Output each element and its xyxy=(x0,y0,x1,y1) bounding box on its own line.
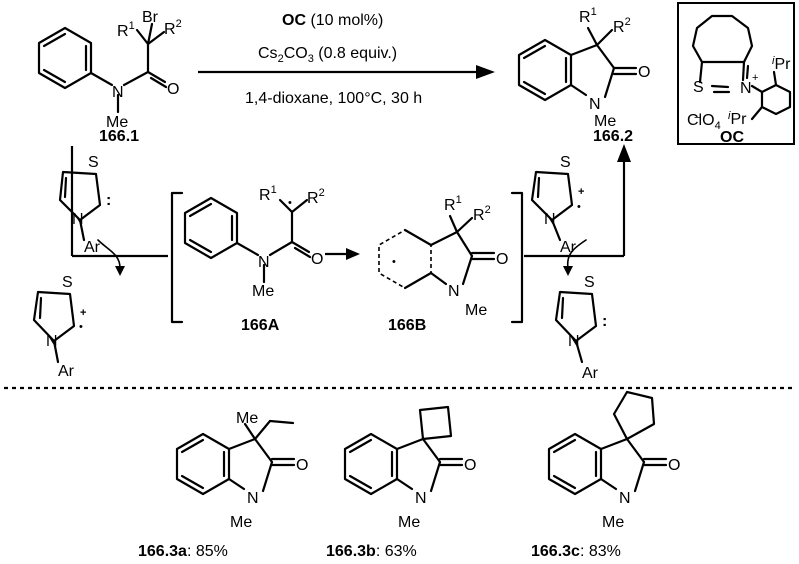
substrate-label: 166.1 xyxy=(99,128,139,145)
nitrogen-atom: N xyxy=(415,490,427,507)
carbene-lone-pair: : xyxy=(602,313,607,330)
substrate-166-1: N Me O Br R1 R2 166.1 xyxy=(37,9,182,145)
arrow-a-to-b xyxy=(325,248,360,260)
r1-label: R1 xyxy=(259,184,277,204)
r2-label: R2 xyxy=(613,16,631,36)
nhc-carbene-left: S : N Ar xyxy=(58,154,111,256)
product-166-3c: O N Me 166.3c: 83% xyxy=(531,390,680,560)
methyl-label: Me xyxy=(594,113,616,130)
left-cycle-arm xyxy=(70,146,168,276)
isopropyl-label: iPr xyxy=(772,55,791,73)
oxygen-atom: O xyxy=(296,457,308,474)
nhc-radical-cation-right: S + • N Ar xyxy=(530,154,584,256)
product-166-3b: O N Me 166.3b: 63% xyxy=(326,405,476,560)
nitrogen-atom: N xyxy=(619,490,631,507)
nitrogen-atom: N xyxy=(72,211,84,228)
radical-dot: • xyxy=(288,197,292,209)
nhc-carbene-right: S : N Ar xyxy=(554,274,607,382)
methyl-label: Me xyxy=(465,302,487,319)
methyl-label: Me xyxy=(106,114,128,131)
methyl-label: Me xyxy=(230,514,252,531)
catalyst-structure-box: S N + iPr iPr − ClO4 OC xyxy=(677,2,795,146)
aryl-label: Ar xyxy=(560,239,577,256)
nitrogen-atom: N xyxy=(247,490,259,507)
nitrogen-atom: N xyxy=(258,254,270,271)
intermediate-b-label: 166B xyxy=(388,317,426,334)
nitrogen-atom: N xyxy=(46,333,58,350)
aryl-label: Ar xyxy=(58,363,75,380)
product-yield: 166.3c: 83% xyxy=(531,543,621,560)
intermediate-brackets xyxy=(170,191,524,324)
nitrogen-atom: N xyxy=(448,283,460,300)
oxygen-atom: O xyxy=(668,457,680,474)
radical-dot: • xyxy=(392,256,396,268)
methyl-label: Me xyxy=(236,410,258,427)
r1-label: R1 xyxy=(117,20,135,40)
r2-label: R2 xyxy=(473,204,491,224)
nhc-radical-cation-left: S + • N Ar xyxy=(32,274,86,380)
methyl-label: Me xyxy=(398,514,420,531)
nitrogen-atom: N xyxy=(568,333,580,350)
charge-minus: − xyxy=(694,112,700,124)
oxygen-atom: O xyxy=(311,251,323,268)
intermediate-166A: • N Me O R1 R2 166A xyxy=(183,184,325,334)
main-reaction-arrow: OC (10 mol%) Cs2CO3 (0.8 equiv.) 1,4-dio… xyxy=(198,12,495,107)
nitrogen-atom: N xyxy=(740,80,752,97)
methyl-label: Me xyxy=(252,283,274,300)
oxygen-atom: O xyxy=(167,81,179,98)
perchlorate-label: ClO4 xyxy=(687,112,721,132)
intermediate-a-label: 166A xyxy=(241,317,280,334)
charge-plus: + xyxy=(80,307,86,319)
sulfur-atom: S xyxy=(88,154,99,171)
conditions-label: 1,4-dioxane, 100°C, 30 h xyxy=(245,90,422,107)
catalyst-label: OC xyxy=(720,129,744,146)
sulfur-atom: S xyxy=(62,274,73,291)
catalyst-loading: OC (10 mol%) xyxy=(282,12,383,29)
sulfur-atom: S xyxy=(693,79,704,96)
r1-label: R1 xyxy=(579,6,597,26)
right-cycle-arm xyxy=(524,144,631,276)
oxygen-atom: O xyxy=(464,457,476,474)
base-label: Cs2CO3 (0.8 equiv.) xyxy=(258,45,397,65)
product-yield: 166.3b: 63% xyxy=(326,543,417,560)
isopropyl-label: iPr xyxy=(728,110,747,128)
oxygen-atom: O xyxy=(638,64,650,81)
product-yield: 166.3a: 85% xyxy=(138,543,228,560)
aryl-label: Ar xyxy=(84,239,101,256)
r2-label: R2 xyxy=(307,187,325,207)
nitrogen-atom: N xyxy=(589,96,601,113)
radical-dot: • xyxy=(79,321,83,333)
nitrogen-atom: N xyxy=(544,211,556,228)
charge-plus: + xyxy=(578,186,584,198)
aryl-label: Ar xyxy=(582,365,599,382)
intermediate-166B: • O N Me R1 R2 166B xyxy=(378,194,508,334)
product-166-3a: O N Me Me 166.3a: 85% xyxy=(138,410,308,560)
r1-label: R1 xyxy=(444,194,462,214)
methyl-label: Me xyxy=(602,514,624,531)
radical-dot: • xyxy=(577,201,581,213)
oxygen-atom: O xyxy=(496,251,508,268)
product-166-2: O N Me R1 R2 166.2 xyxy=(517,6,650,145)
nitrogen-atom: N xyxy=(112,84,124,101)
product-label: 166.2 xyxy=(593,128,633,145)
bromine-atom: Br xyxy=(142,9,159,26)
sulfur-atom: S xyxy=(560,154,571,171)
charge-plus: + xyxy=(752,72,758,84)
carbene-lone-pair: : xyxy=(106,192,111,209)
r2-label: R2 xyxy=(164,18,182,38)
sulfur-atom: S xyxy=(584,274,595,291)
